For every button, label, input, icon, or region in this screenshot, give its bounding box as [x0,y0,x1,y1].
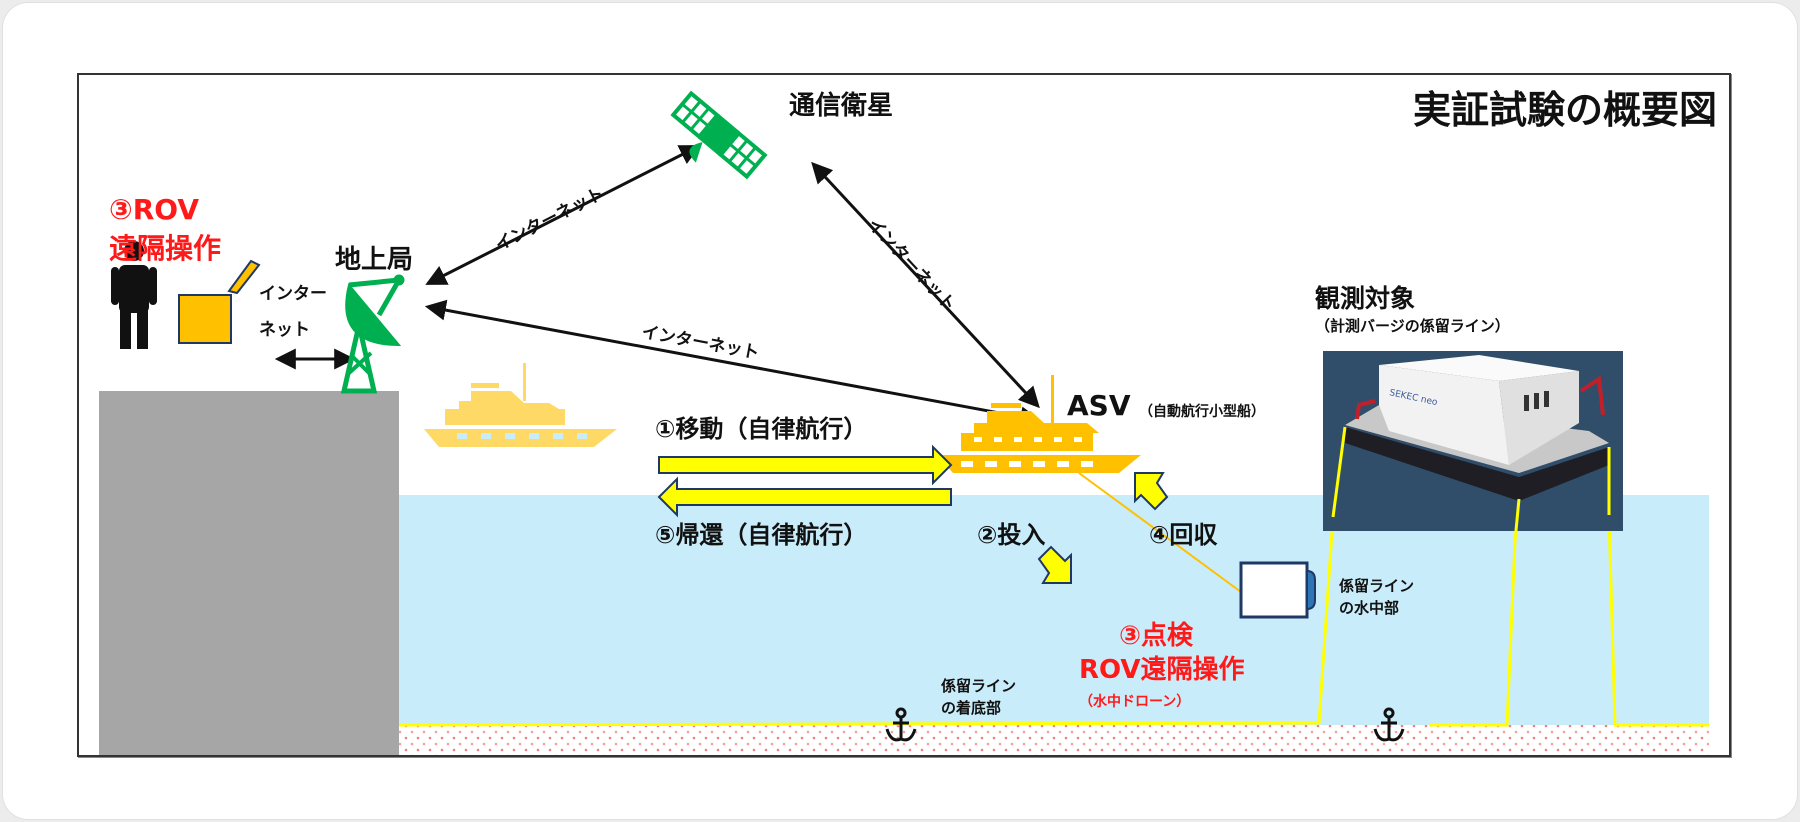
link-ground-asv [424,299,1042,428]
target-label: 観測対象 [1315,284,1416,313]
water-area [399,495,1709,725]
link-label-operator-ground-1: インター [259,284,327,304]
satellite-label: 通信衛星 [789,91,894,121]
satellite-icon [670,90,768,180]
rov-step: ③点検 [1119,621,1194,651]
mooring-underwater-1: 係留ライン [1339,577,1415,595]
ship-windows [961,437,1093,467]
person-icon [111,241,157,349]
link-ground-satellite [425,145,701,285]
mooring-seabed-2: の着底部 [941,699,1002,717]
ground-station-label: 地上局 [335,245,414,275]
anchor-icon-2 [1373,707,1405,742]
diagram-title: 実証試験の概要図 [1412,88,1717,132]
link-label-ground-satellite: インターネット [492,184,607,256]
asv-sub: （自動航行小型船） [1139,404,1265,420]
step-move: ①移動（自律航行） [655,415,868,443]
satellite-dish-icon [340,274,405,394]
mooring-lines-photo [1331,426,1611,542]
operator-step: ③ROV [109,193,199,226]
rov-sub: （水中ドローン） [1079,694,1191,710]
laptop-icon [178,259,261,344]
mooring-seabed-1: 係留ライン [941,677,1017,695]
operator-label: 遠隔操作 [109,232,222,265]
seabed-area [399,725,1709,755]
deploy-arrow [1037,545,1072,584]
mooring-underwater-2: の水中部 [1339,599,1400,617]
link-label-satellite-asv: インターネット [863,215,959,316]
step-return: ⑤帰還（自律航行） [655,521,868,549]
asv-label: ASV [1067,389,1131,422]
ship-home-windows [457,433,587,439]
ship-home-icon [424,363,617,447]
rov-label: ROV遠隔操作 [1079,655,1245,685]
anchor-icon-1 [885,707,917,742]
move-arrow [658,444,953,486]
step-recover: ④回収 [1149,521,1218,549]
rov-tether [1078,472,1242,593]
diagram-frame: SEKEC neo インターネット インターネット インターネット 実証試験の概… [77,73,1731,757]
diagram-canvas: SEKEC neo インターネット インターネット インターネット [99,90,1709,755]
barge-photo [1323,351,1623,531]
mooring-lines [398,514,1709,727]
step-deploy: ②投入 [977,521,1046,549]
quay-wall [99,391,399,755]
underwater-drone-icon [1239,561,1316,619]
recover-arrow [1134,472,1169,511]
target-sub: （計測バージの係留ライン） [1315,317,1510,335]
link-label-operator-ground-2: ネット [259,320,310,340]
return-arrow [657,476,952,518]
